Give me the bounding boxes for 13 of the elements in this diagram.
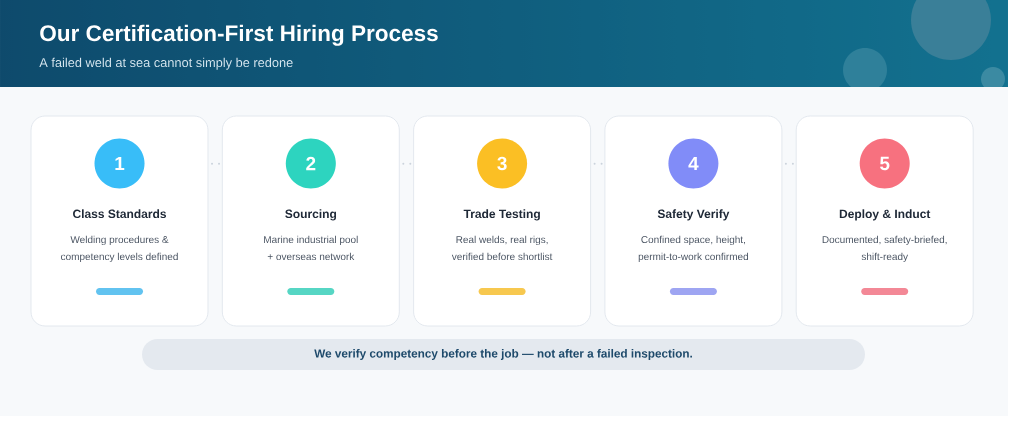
summary-banner: We verify competency before the job — not after a failed inspection. xyxy=(142,339,865,370)
step-description: Real welds, real rigs, verified before shortlist xyxy=(451,235,553,261)
step-title: Trade Testing xyxy=(463,209,540,221)
step-title: Deploy & Induct xyxy=(839,209,931,221)
step-title: Class Standards xyxy=(73,209,167,219)
subtitle: A failed weld at sea cannot simply be redone xyxy=(39,57,293,70)
step-description: Marine industrial pool + overseas network xyxy=(264,235,358,261)
page-title: Our Certification-First Hiring Process xyxy=(40,24,438,46)
step-description: Confined space, height, permit-to-work confirmed xyxy=(638,235,748,263)
step-description: Welding procedures & competency levels defined xyxy=(61,235,178,263)
step-description: Documented, safety-briefed, shift-ready xyxy=(822,235,947,263)
step-title: Sourcing xyxy=(285,209,336,221)
step-title: Safety Verify xyxy=(657,209,730,221)
